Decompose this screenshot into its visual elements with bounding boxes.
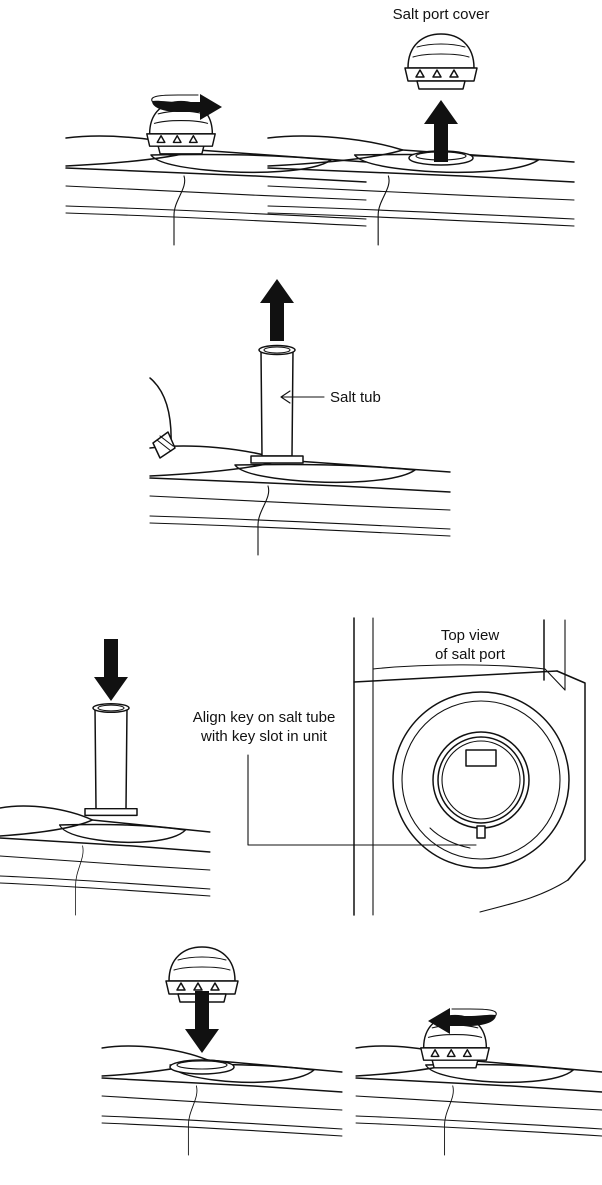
step5-replace-cover [101,946,343,1156]
rotate-arrow-icon [151,94,222,120]
salt-port-cover-label: Salt port cover [393,6,490,23]
salt-tub-label: Salt tub [330,389,381,406]
arrow-down-icon [94,639,128,701]
align-key-label-line2: with key slot in unit [200,728,328,745]
top-view-salt-port [353,617,586,916]
step1-unscrew-cover [65,94,367,246]
rotate-arrow-icon [428,1008,497,1034]
step2-remove-cover: Salt port cover [267,6,575,246]
top-view-label-line2: of salt port [435,646,506,663]
step3-remove-salt-tub: Salt tub [149,279,451,556]
salt-tube [250,344,304,464]
arrow-up-icon [260,279,294,341]
step4-insert-salt-tube: Top view of salt port Align key on salt … [0,617,586,916]
step6-tighten-cover [355,1008,602,1156]
salt-tube [84,702,138,817]
align-key-leader-line [247,754,477,846]
top-view-label-line1: Top view [441,627,500,644]
align-key-label-line1: Align key on salt tube [193,709,336,726]
salt-port-cover-icon [404,33,478,90]
